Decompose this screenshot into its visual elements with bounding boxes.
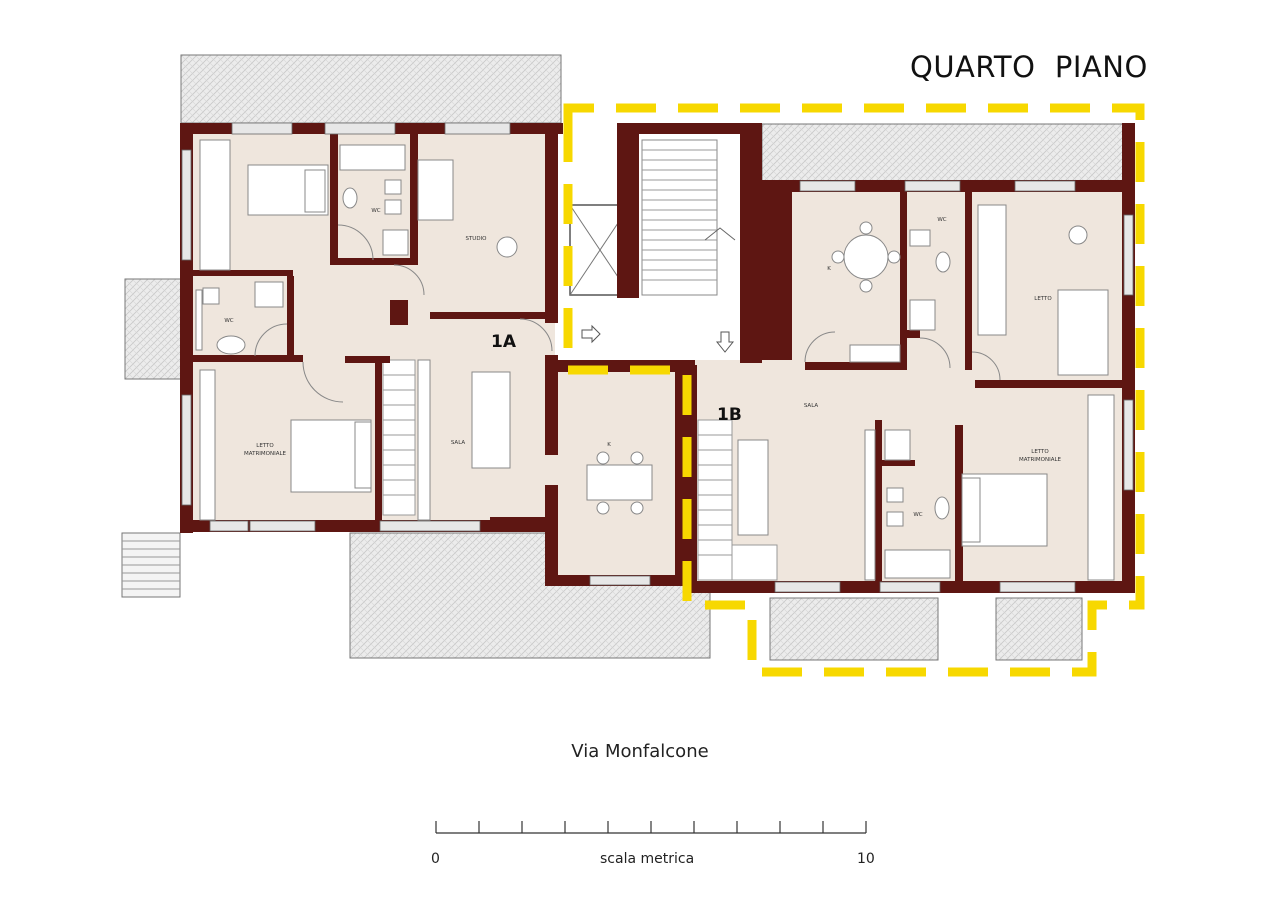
unit-label-1b: 1B [717,405,742,425]
balcony-bottom-2 [995,597,1083,661]
terrace-top-left [180,54,562,124]
terrace-top-right [761,123,1133,187]
room-label-letto-matrimoniale-right-1: LETTO [1031,449,1049,455]
left-arrow-icon [581,324,601,344]
room-label-studio: STUDIO [465,236,487,242]
stairwell [569,125,755,360]
furniture [195,139,1115,581]
room-label-letto-matrimoniale-right-2: MATRIMONIALE [1019,457,1062,463]
room-label-wc-left: WC [224,318,233,324]
windows [181,122,1134,593]
terraces [121,54,1133,661]
room-label-wc-right-top: WC [937,217,946,223]
scale-bar-start-label: 0 [431,851,440,867]
scale-bar-end-label: 10 [857,851,875,867]
unit-label-1a: 1A [491,332,517,352]
scale-bar [435,821,867,834]
room-labels: WC STUDIO WC LETTO MATRIMONIALE SALA K K… [224,208,1061,518]
doors [254,224,1001,403]
room-label-letto-matrimoniale-left-1: LETTO [256,443,274,449]
scale-bar-caption: scala metrica [600,851,695,867]
internal-stairs [382,359,778,581]
street-name: Via Monfalcone [571,741,709,762]
room-label-wc-top-left: WC [371,208,380,214]
unit-1b-highlight [563,103,1145,677]
balcony-bottom-1 [769,597,939,661]
balcony-left [124,278,182,380]
room-label-sala-1a: SALA [451,440,466,446]
down-arrow-icon [715,331,735,353]
room-label-sala-1b: SALA [804,403,819,409]
room-label-k-1a: K [607,442,611,448]
room-label-wc-right-bottom: WC [913,512,922,518]
room-label-k-1b: K [827,266,831,272]
floor-title: QUARTO PIANO [910,50,1148,84]
room-label-letto-matrimoniale-left-2: MATRIMONIALE [244,451,287,457]
room-label-letto-right: LETTO [1034,296,1052,302]
